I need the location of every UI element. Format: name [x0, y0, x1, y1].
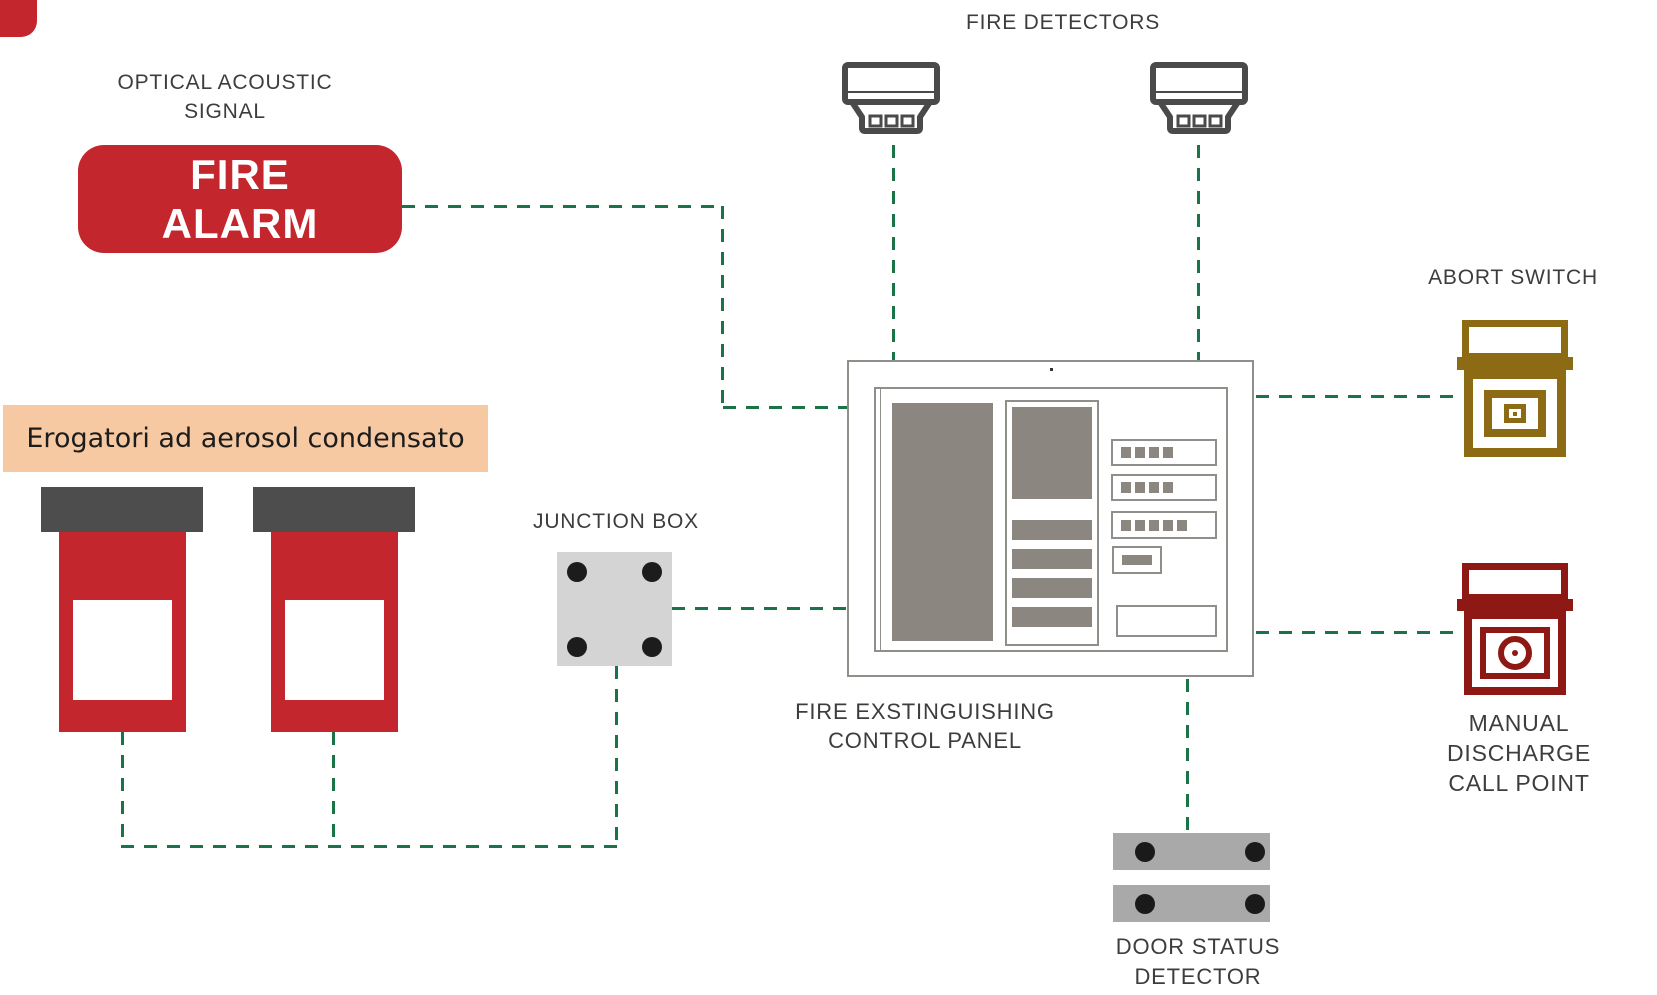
- panel-led-strip: [1111, 511, 1217, 539]
- door-status-line1: DOOR STATUS: [1115, 934, 1281, 959]
- led: [1121, 447, 1131, 458]
- led: [1163, 482, 1173, 493]
- panel-module-bar: [1012, 578, 1092, 598]
- led: [1121, 482, 1131, 493]
- callpoint-band: [1457, 599, 1573, 611]
- junction-screw: [642, 562, 662, 582]
- abort-inner-frame: [1484, 390, 1546, 437]
- door-status-line2: DETECTOR: [1134, 964, 1262, 989]
- fire-alarm-line2: ALARM: [161, 200, 319, 247]
- junction-screw: [642, 637, 662, 657]
- connector-canister-bus: [121, 845, 618, 848]
- panel-door: [874, 387, 1228, 652]
- control-panel-line2: CONTROL PANEL: [828, 728, 1022, 753]
- led: [1135, 519, 1145, 531]
- led: [1149, 519, 1159, 531]
- fire-detector-icon: [842, 62, 940, 134]
- optical-acoustic-line1: OPTICAL ACOUSTIC: [117, 71, 333, 94]
- manual-call-point-label: MANUAL DISCHARGE CALL POINT: [1394, 708, 1644, 798]
- manual-call-point-icon: [1457, 563, 1573, 695]
- canister-cap: [41, 487, 203, 532]
- led: [1135, 482, 1145, 493]
- canister-window: [285, 600, 384, 700]
- optical-acoustic-signal-label: OPTICAL ACOUSTIC SIGNAL: [95, 68, 355, 126]
- panel-led-strip: [1111, 439, 1217, 466]
- corner-decoration: [0, 0, 37, 37]
- connector-alarm-horizontal: [402, 205, 723, 208]
- connector-canister1-down: [121, 732, 124, 845]
- connector-junction-down: [615, 666, 618, 845]
- connector-panel-to-callpoint: [1256, 631, 1454, 634]
- fire-alarm-line1: FIRE: [190, 151, 290, 198]
- control-panel-line1: FIRE EXSTINGUISHING: [795, 699, 1055, 724]
- aerosol-dispensers-banner: Erogatori ad aerosol condensato: [3, 405, 488, 472]
- led: [1135, 447, 1145, 458]
- callpoint-lid: [1462, 563, 1568, 601]
- panel-module-screen: [1012, 407, 1092, 499]
- control-panel-label: FIRE EXSTINGUISHING CONTROL PANEL: [775, 697, 1075, 755]
- abort-button: [1504, 404, 1526, 423]
- callpoint-body: [1464, 611, 1566, 695]
- led: [1149, 482, 1159, 493]
- junction-box-icon: [557, 552, 672, 666]
- control-panel-icon: [847, 360, 1254, 677]
- aerosol-canister-icon: [253, 487, 415, 732]
- panel-led: [1050, 368, 1053, 371]
- fire-alarm-node: FIRE ALARM: [78, 145, 402, 253]
- fire-detector-icon: [1150, 62, 1248, 134]
- door-contact-dot: [1135, 894, 1155, 914]
- callpoint-ring: [1498, 636, 1532, 670]
- led: [1163, 447, 1173, 458]
- door-contact-dot: [1245, 894, 1265, 914]
- abort-lid: [1462, 320, 1568, 360]
- panel-led-strip: [1111, 474, 1217, 501]
- led: [1177, 519, 1187, 531]
- junction-box-label: JUNCTION BOX: [533, 510, 699, 533]
- led: [1121, 519, 1131, 531]
- door-status-label: DOOR STATUS DETECTOR: [1098, 932, 1298, 992]
- panel-blank-module: [1116, 605, 1217, 637]
- connector-junction-to-panel: [672, 607, 847, 610]
- door-contact-icon: [1113, 885, 1270, 922]
- panel-module-bar: [1012, 549, 1092, 569]
- callpoint-line2: CALL POINT: [1448, 770, 1590, 796]
- panel-key-switch: [1112, 546, 1162, 574]
- callpoint-dot: [1512, 650, 1518, 656]
- connector-detector1-to-panel: [892, 145, 895, 360]
- abort-switch-icon: [1457, 320, 1573, 457]
- panel-module-column: [1005, 400, 1099, 646]
- abort-band: [1457, 357, 1573, 370]
- door-contact-icon: [1113, 833, 1270, 870]
- abort-body: [1464, 370, 1566, 457]
- abort-switch-label: ABORT SWITCH: [1428, 266, 1598, 289]
- junction-screw: [567, 637, 587, 657]
- optical-acoustic-line2: SIGNAL: [184, 100, 266, 123]
- connector-detector2-to-panel: [1197, 145, 1200, 360]
- connector-canister2-down: [332, 732, 335, 845]
- door-contact-dot: [1245, 842, 1265, 862]
- abort-dot: [1513, 411, 1517, 416]
- panel-module-bar: [1012, 520, 1092, 540]
- canister-window: [73, 600, 172, 700]
- connector-alarm-vertical: [721, 206, 724, 408]
- canister-cap: [253, 487, 415, 532]
- panel-module-bar: [1012, 607, 1092, 627]
- led: [1149, 447, 1159, 458]
- connector-panel-to-abort: [1256, 395, 1456, 398]
- panel-display-area: [892, 403, 993, 641]
- door-contact-dot: [1135, 842, 1155, 862]
- connector-alarm-to-panel: [723, 406, 847, 409]
- callpoint-line1: MANUAL DISCHARGE: [1447, 710, 1591, 766]
- panel-door-seam: [880, 389, 881, 650]
- aerosol-canister-icon: [41, 487, 203, 732]
- connector-panel-to-door: [1186, 679, 1189, 833]
- fire-detectors-label: FIRE DETECTORS: [966, 11, 1160, 34]
- led: [1163, 519, 1173, 531]
- callpoint-inner-frame: [1480, 627, 1550, 679]
- junction-screw: [567, 562, 587, 582]
- aerosol-dispensers-label: Erogatori ad aerosol condensato: [26, 423, 465, 454]
- key-slot: [1122, 555, 1152, 565]
